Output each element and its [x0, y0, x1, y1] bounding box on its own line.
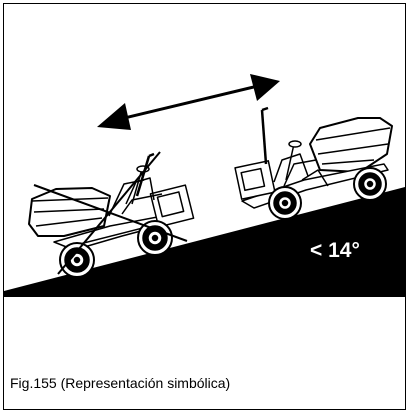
crossed-out-dumper-icon [28, 151, 195, 278]
illustration: < 14° [4, 74, 405, 296]
slope-angle-label: < 14° [310, 239, 360, 262]
figure-panel: < 14° [4, 4, 405, 297]
double-arrow-icon [97, 74, 280, 130]
figure-caption: Fig.155 (Representación simbólica) [10, 375, 231, 391]
document-frame: < 14° Fig.155 (Representación simbólica) [3, 3, 406, 410]
dumper-icon [234, 106, 393, 220]
slope-ramp [4, 187, 405, 296]
